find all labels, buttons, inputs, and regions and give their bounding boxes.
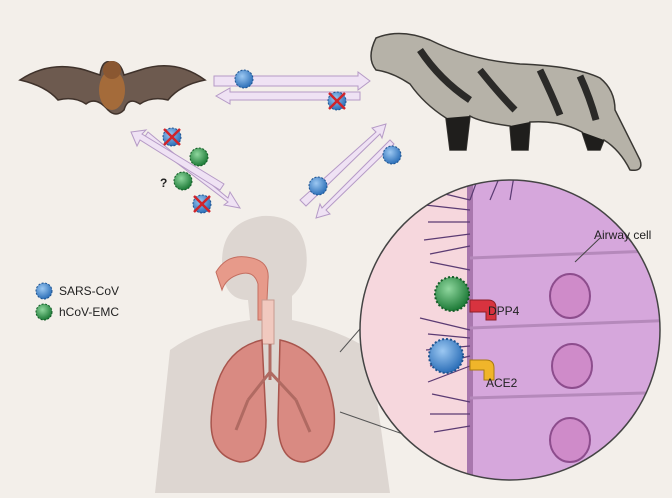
bat-illustration [20, 61, 205, 114]
cell-nucleus [552, 344, 592, 388]
airway-cell-zoom [360, 170, 672, 493]
human-silhouette [155, 216, 390, 493]
civet-illustration [371, 33, 641, 170]
cell-nucleus [550, 274, 590, 318]
hcov-emc-bound [435, 277, 469, 311]
sars-cov-legend-icon [36, 283, 52, 299]
dpp4-label: DPP4 [488, 304, 519, 318]
airway-cell-label: Airway cell [594, 228, 651, 242]
legend-icons [36, 283, 52, 320]
question-mark-label: ? [160, 176, 167, 190]
legend-label-sars-cov: SARS-CoV [59, 284, 119, 298]
legend-label-hcov-emc: hCoV-EMC [59, 305, 119, 319]
hcov-emc-legend-icon [36, 304, 52, 320]
sars-cov-bound [429, 339, 463, 373]
ace2-label: ACE2 [486, 376, 517, 390]
cell-nucleus [550, 418, 590, 462]
